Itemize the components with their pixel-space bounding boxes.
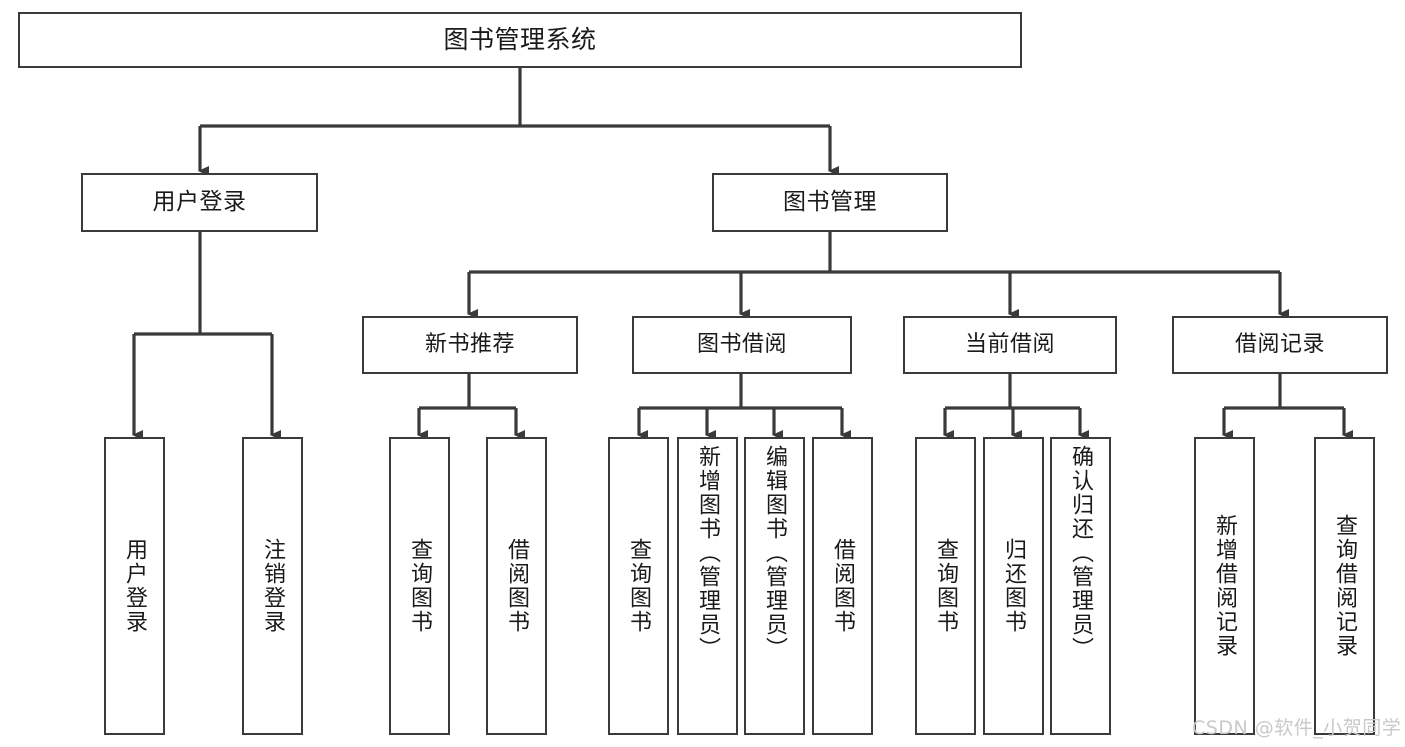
leaf-query-borrow-record-label: 查询借阅记录 <box>1332 514 1358 658</box>
leaf-edit-book[interactable]: 编辑图书（管理员） <box>744 437 805 735</box>
node-user-login[interactable]: 用户登录 <box>81 173 318 232</box>
leaf-query-book-1-label: 查询图书 <box>407 538 433 634</box>
leaf-query-book-3[interactable]: 查询图书 <box>915 437 976 735</box>
leaf-borrow-book-1-label: 借阅图书 <box>504 538 530 634</box>
leaf-logout-login[interactable]: 注销登录 <box>242 437 303 735</box>
node-book-borrow-label: 图书借阅 <box>696 332 787 358</box>
leaf-confirm-return[interactable]: 确认归还（管理员） <box>1050 437 1111 735</box>
node-book-manage-label: 图书管理 <box>783 188 877 215</box>
leaf-borrow-book-2[interactable]: 借阅图书 <box>812 437 873 735</box>
node-new-book-recommend-label: 新书推荐 <box>424 332 515 358</box>
node-borrow-record-label: 借阅记录 <box>1234 332 1325 358</box>
node-book-manage[interactable]: 图书管理 <box>712 173 948 232</box>
leaf-add-book[interactable]: 新增图书（管理员） <box>677 437 738 735</box>
leaf-add-book-label: 新增图书（管理员） <box>695 445 721 661</box>
leaf-add-borrow-record-label: 新增借阅记录 <box>1212 514 1238 658</box>
leaf-borrow-book-2-label: 借阅图书 <box>830 538 856 634</box>
node-book-borrow[interactable]: 图书借阅 <box>632 316 852 374</box>
leaf-user-login-label: 用户登录 <box>122 538 148 634</box>
leaf-query-borrow-record[interactable]: 查询借阅记录 <box>1314 437 1375 735</box>
node-root-system[interactable]: 图书管理系统 <box>18 12 1022 68</box>
leaf-confirm-return-label: 确认归还（管理员） <box>1068 445 1094 661</box>
leaf-add-borrow-record[interactable]: 新增借阅记录 <box>1194 437 1255 735</box>
node-borrow-record[interactable]: 借阅记录 <box>1172 316 1388 374</box>
leaf-logout-login-label: 注销登录 <box>260 538 286 634</box>
node-user-login-label: 用户登录 <box>152 188 247 215</box>
csdn-watermark: CSDN @软件_小贺同学 <box>1192 717 1402 739</box>
leaf-edit-book-label: 编辑图书（管理员） <box>762 445 788 661</box>
node-new-book-recommend[interactable]: 新书推荐 <box>362 316 578 374</box>
leaf-query-book-3-label: 查询图书 <box>933 538 959 634</box>
leaf-query-book-1[interactable]: 查询图书 <box>389 437 450 735</box>
leaf-user-login[interactable]: 用户登录 <box>104 437 165 735</box>
leaf-query-book-2[interactable]: 查询图书 <box>608 437 669 735</box>
node-current-borrow-label: 当前借阅 <box>964 332 1055 358</box>
leaf-borrow-book-1[interactable]: 借阅图书 <box>486 437 547 735</box>
node-current-borrow[interactable]: 当前借阅 <box>903 316 1117 374</box>
leaf-return-book[interactable]: 归还图书 <box>983 437 1044 735</box>
leaf-query-book-2-label: 查询图书 <box>626 538 652 634</box>
node-root-system-label: 图书管理系统 <box>443 25 597 55</box>
leaf-return-book-label: 归还图书 <box>1001 538 1027 634</box>
